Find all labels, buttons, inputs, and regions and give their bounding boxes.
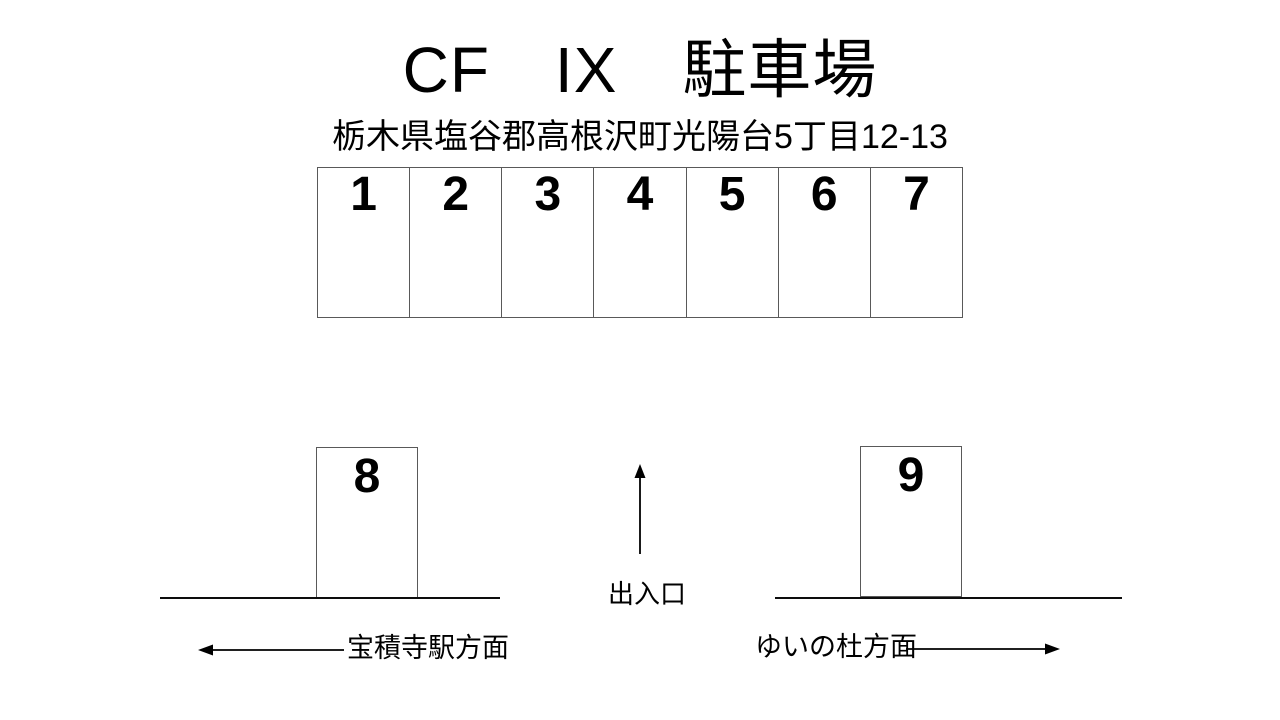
direction-right-label: ゆいの杜方面 xyxy=(755,632,917,662)
parking-space-3: 3 xyxy=(501,168,593,317)
space-number: 7 xyxy=(903,168,930,221)
direction-left-arrow-icon xyxy=(198,644,344,656)
space-number: 2 xyxy=(442,168,470,221)
space-number: 1 xyxy=(350,168,377,221)
direction-right-arrow-icon xyxy=(906,643,1060,655)
page-title: CF IX 駐車場 xyxy=(402,34,878,106)
parking-row-1-7: 1 2 3 4 5 6 7 xyxy=(317,167,963,318)
parking-space-7: 7 xyxy=(869,168,962,317)
street-line-left xyxy=(160,597,500,599)
parking-space-8: 8 xyxy=(316,447,418,598)
entrance-label: 出入口 xyxy=(607,579,686,609)
parking-space-9: 9 xyxy=(860,446,962,597)
space-number: 3 xyxy=(534,168,562,221)
parking-space-4: 4 xyxy=(593,168,685,317)
space-number: 8 xyxy=(353,450,381,503)
parking-space-5: 5 xyxy=(685,168,778,317)
parking-space-2: 2 xyxy=(409,168,501,317)
address-line: 栃木県塩谷郡高根沢町光陽台5丁目12-13 xyxy=(332,118,948,156)
entrance-up-arrow-icon xyxy=(634,464,646,554)
direction-left-label: 宝積寺駅方面 xyxy=(347,633,509,663)
street-line-right xyxy=(775,597,1122,599)
space-number: 4 xyxy=(626,168,654,221)
space-number: 9 xyxy=(897,449,925,502)
space-number: 6 xyxy=(810,168,838,221)
space-number: 5 xyxy=(718,168,746,221)
parking-space-6: 6 xyxy=(777,168,870,317)
parking-space-1: 1 xyxy=(318,168,409,317)
